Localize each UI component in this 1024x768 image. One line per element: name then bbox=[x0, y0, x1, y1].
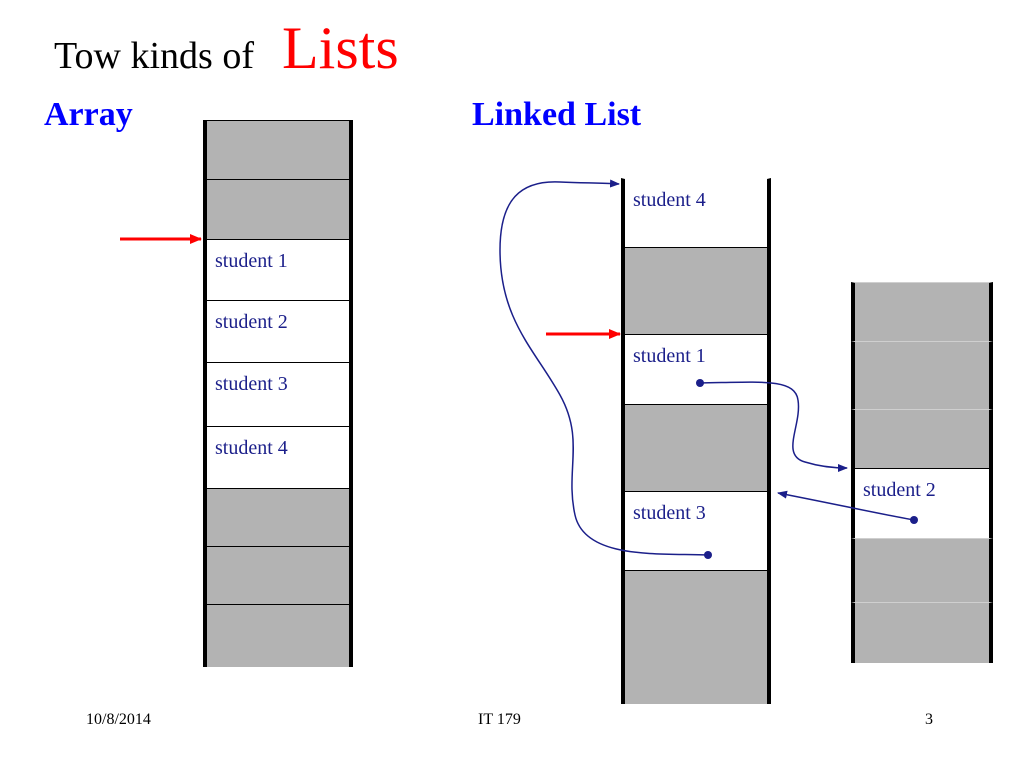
array-cell-label: student 4 bbox=[215, 437, 288, 459]
array-cell-label: student 2 bbox=[215, 311, 288, 333]
link-arrow-student-3-to-student-4 bbox=[499, 179, 709, 556]
linked-list-column-side: student 2 bbox=[851, 282, 993, 663]
array-empty-cell bbox=[203, 604, 353, 667]
link-arrow-student-2-to-student-3 bbox=[777, 490, 915, 521]
array-student-cell: student 2 bbox=[203, 300, 353, 363]
footer-page-number: 3 bbox=[925, 711, 933, 728]
linked-empty-cell bbox=[851, 341, 993, 410]
linked-list-column-main: student 4 student 1 student 3 bbox=[621, 178, 771, 704]
linked-student-cell: student 2 bbox=[851, 468, 993, 539]
linked-empty-cell bbox=[851, 282, 993, 342]
linked-empty-cell bbox=[621, 247, 771, 335]
array-empty-cell bbox=[203, 546, 353, 605]
array-empty-cell bbox=[203, 179, 353, 240]
linked-empty-cell bbox=[621, 570, 771, 704]
title-main: Lists bbox=[282, 15, 399, 81]
array-empty-cell bbox=[203, 120, 353, 180]
array-cell-label: student 3 bbox=[215, 373, 288, 395]
link-arrow-student-1-to-student-2 bbox=[699, 381, 848, 472]
linked-student-cell: student 4 bbox=[621, 178, 771, 248]
linked-cell-label: student 4 bbox=[633, 189, 706, 211]
array-column: student 1 student 2 student 3 student 4 bbox=[203, 120, 353, 667]
linked-cell-label: student 1 bbox=[633, 345, 706, 367]
linked-empty-cell bbox=[851, 538, 993, 603]
array-heading: Array bbox=[44, 96, 133, 133]
linked-student-cell: student 3 bbox=[621, 491, 771, 571]
title-prefix: Tow kinds of bbox=[54, 35, 255, 77]
linked-list-heading: Linked List bbox=[472, 96, 642, 133]
linked-empty-cell bbox=[851, 409, 993, 469]
linked-cell-label: student 3 bbox=[633, 502, 706, 524]
linked-empty-cell bbox=[621, 404, 771, 492]
linked-empty-cell bbox=[851, 602, 993, 663]
array-student-cell: student 4 bbox=[203, 426, 353, 489]
slide-title: Tow kinds of Lists bbox=[54, 14, 399, 83]
linked-cell-label: student 2 bbox=[863, 479, 936, 501]
array-student-cell: student 1 bbox=[203, 239, 353, 301]
array-empty-cell bbox=[203, 488, 353, 547]
linked-student-cell: student 1 bbox=[621, 334, 771, 405]
footer-date: 10/8/2014 bbox=[86, 711, 151, 728]
array-student-cell: student 3 bbox=[203, 362, 353, 427]
array-cell-label: student 1 bbox=[215, 250, 288, 272]
footer-course: IT 179 bbox=[478, 711, 521, 728]
